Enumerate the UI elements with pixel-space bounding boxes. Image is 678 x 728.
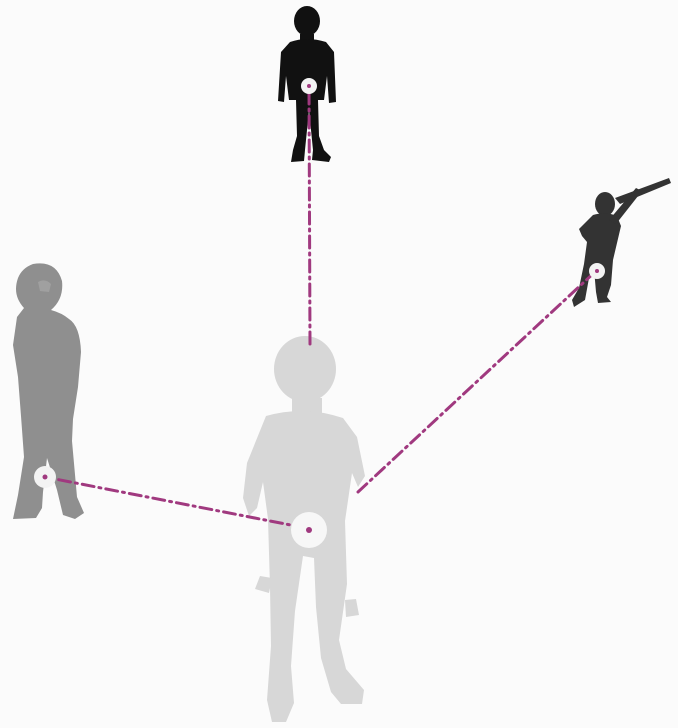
marker-left-child (34, 466, 56, 488)
marker-top-child (301, 78, 317, 94)
line-to-top-child (309, 88, 310, 344)
line-to-rifle-child (358, 271, 596, 492)
rifle-child-silhouette (572, 178, 671, 307)
marker-front-child (291, 512, 327, 548)
marker-rifle-child (589, 263, 605, 279)
